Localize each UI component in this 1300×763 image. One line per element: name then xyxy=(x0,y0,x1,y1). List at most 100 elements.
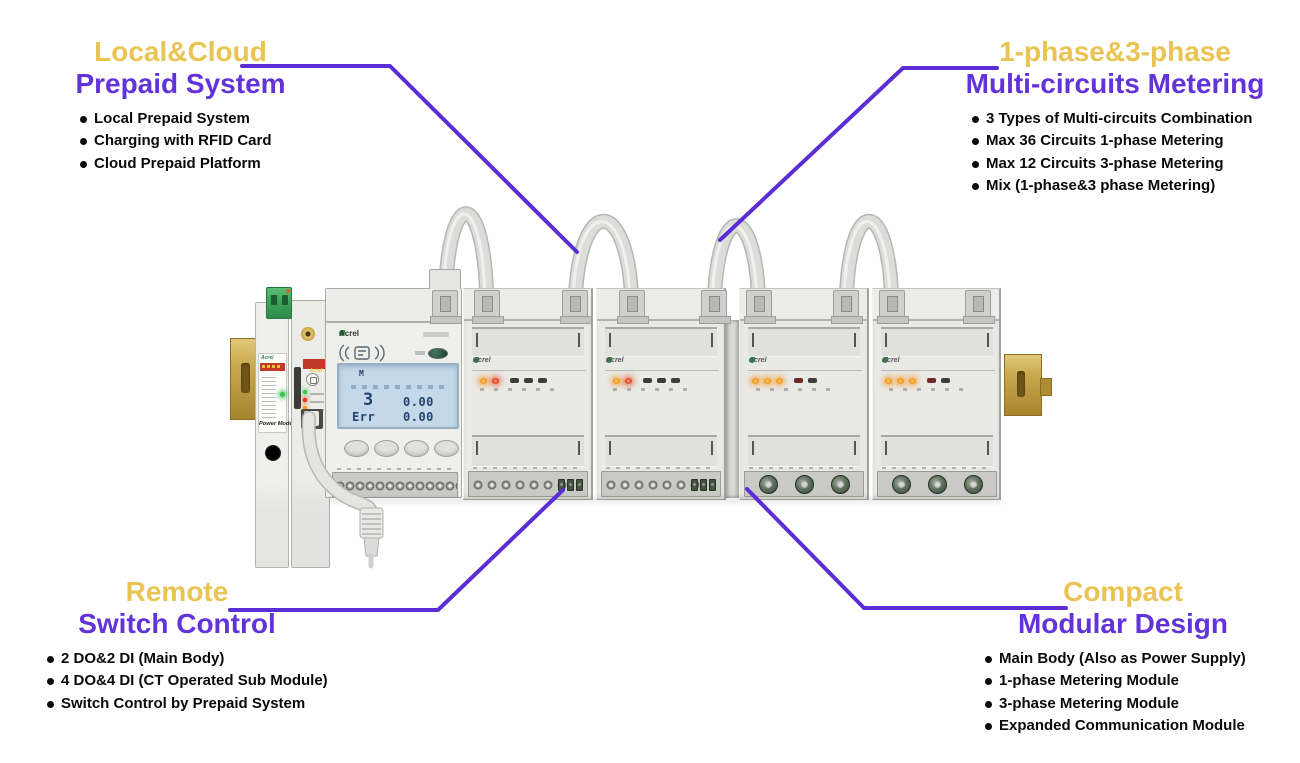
led-indicators xyxy=(885,377,950,384)
bullet-item: Local Prepaid System xyxy=(80,108,303,130)
din-rail-tab xyxy=(1040,378,1052,396)
aux-terminal xyxy=(558,479,565,491)
led-on xyxy=(897,377,904,384)
top-terminal-cover xyxy=(748,327,860,357)
bus-connector xyxy=(744,290,776,324)
callout-title-main: Prepaid System xyxy=(75,68,286,99)
device-shadow xyxy=(330,498,1002,505)
status-indicator-oval xyxy=(428,348,448,359)
comm-module-label: Acrel xyxy=(303,359,329,374)
phase-terminal-L1 xyxy=(759,475,778,494)
bottom-terminal-cover xyxy=(605,435,717,467)
power-mode-label: Power Mode xyxy=(259,421,293,427)
bullet-item: Max 36 Circuits 1-phase Metering xyxy=(972,130,1285,152)
led-off xyxy=(794,378,803,383)
lcd-display: M 3 0.00 Err 0.00 xyxy=(337,363,459,429)
main-terminal-strip xyxy=(332,468,458,498)
top-terminal-cover xyxy=(881,327,993,357)
led-on xyxy=(492,377,499,384)
led-on xyxy=(909,377,916,384)
com-led xyxy=(303,406,307,410)
terminal-screws xyxy=(335,477,457,495)
led-off xyxy=(941,378,950,383)
acrel-leaf-icon xyxy=(749,357,755,363)
bullet-item: Charging with RFID Card xyxy=(80,130,303,152)
separator-line xyxy=(472,370,586,371)
lcd-row1-value: 3 xyxy=(363,390,374,410)
bullet-item: 2 DO&2 DI (Main Body) xyxy=(47,648,316,670)
callout-multicircuits-metering: 1-phase&3-phase Multi-circuits Metering … xyxy=(945,36,1285,198)
callout-bullet-list: 2 DO&2 DI (Main Body) 4 DO&4 DI (CT Oper… xyxy=(47,648,328,715)
bullet-item: Switch Control by Prepaid System xyxy=(47,693,316,715)
aux-terminal xyxy=(709,479,716,491)
led-on xyxy=(776,377,783,384)
power-module-brand: Acrel xyxy=(261,355,274,361)
phase-terminal-L3 xyxy=(964,475,983,494)
green-terminal-block xyxy=(266,287,292,319)
top-terminal-cover xyxy=(472,327,584,357)
lcd-mode: M xyxy=(359,369,364,378)
bullet-item: 4 DO&4 DI (CT Operated Sub Module) xyxy=(47,670,328,692)
callout-switch-control: Remote Switch Control 2 DO&2 DI (Main Bo… xyxy=(38,576,328,715)
mounting-hole xyxy=(265,445,281,461)
led-off xyxy=(510,378,519,383)
din-rail-right-end xyxy=(1004,354,1042,416)
bus-connector-housing xyxy=(429,269,461,291)
callout-title-accent: Local&Cloud xyxy=(94,36,267,67)
right-button xyxy=(404,440,429,457)
led-off xyxy=(524,378,533,383)
led-labels xyxy=(889,388,969,391)
module-joint xyxy=(726,320,739,498)
aux-terminal xyxy=(700,479,707,491)
bullet-item: Main Body (Also as Power Supply) xyxy=(985,648,1271,670)
led-indicators xyxy=(752,377,817,384)
menu-button xyxy=(344,440,369,457)
led-indicators xyxy=(613,377,680,384)
phase-terminal-L1 xyxy=(892,475,911,494)
led-on xyxy=(764,377,771,384)
acrel-leaf-icon xyxy=(606,357,612,363)
rfid-swipe-icon xyxy=(339,344,385,362)
separator-line xyxy=(748,370,862,371)
model-text xyxy=(423,332,449,337)
aux-terminal xyxy=(691,479,698,491)
led-off xyxy=(927,378,936,383)
bullet-item: Max 12 Circuits 3-phase Metering xyxy=(972,153,1285,175)
comm-module-brand: Acrel xyxy=(309,368,323,374)
link-led xyxy=(303,390,307,394)
enter-button xyxy=(434,440,459,457)
led-on xyxy=(480,377,487,384)
rj45-socket xyxy=(301,409,323,429)
led-off xyxy=(538,378,547,383)
phase-terminal-L2 xyxy=(795,475,814,494)
antenna-sma-connector xyxy=(301,327,315,341)
din-rail-slot xyxy=(1017,371,1025,397)
left-button xyxy=(374,440,399,457)
led-indicators xyxy=(480,377,547,384)
bullet-item: Mix (1-phase&3 phase Metering) xyxy=(972,175,1285,197)
lcd-row1-reading: 0.00 xyxy=(403,395,434,409)
led-off xyxy=(808,378,817,383)
bus-connector xyxy=(699,290,731,324)
terminal-screws xyxy=(473,476,571,494)
bullet-item: Expanded Communication Module xyxy=(985,715,1271,737)
sim-card-slot xyxy=(294,367,301,409)
power-module-label: Acrel xyxy=(258,353,287,433)
led-off xyxy=(643,378,652,383)
aux-terminal xyxy=(576,479,583,491)
led-off xyxy=(657,378,666,383)
acrel-leaf-icon xyxy=(473,357,479,363)
callout-bullet-list: 3 Types of Multi-circuits Combination Ma… xyxy=(972,108,1285,198)
swipe-area-label xyxy=(415,351,425,355)
power-dot xyxy=(286,289,290,293)
run-led xyxy=(280,392,285,397)
led-labels xyxy=(480,388,560,391)
callout-title-main: Switch Control xyxy=(78,608,276,639)
led-on xyxy=(613,377,620,384)
bullet-item: Cloud Prepaid Platform xyxy=(80,153,303,175)
bullet-item: 1-phase Metering Module xyxy=(985,670,1271,692)
led-on xyxy=(752,377,759,384)
din-rail-slot xyxy=(241,363,250,393)
callout-bullet-list: Main Body (Also as Power Supply) 1-phase… xyxy=(985,648,1271,738)
